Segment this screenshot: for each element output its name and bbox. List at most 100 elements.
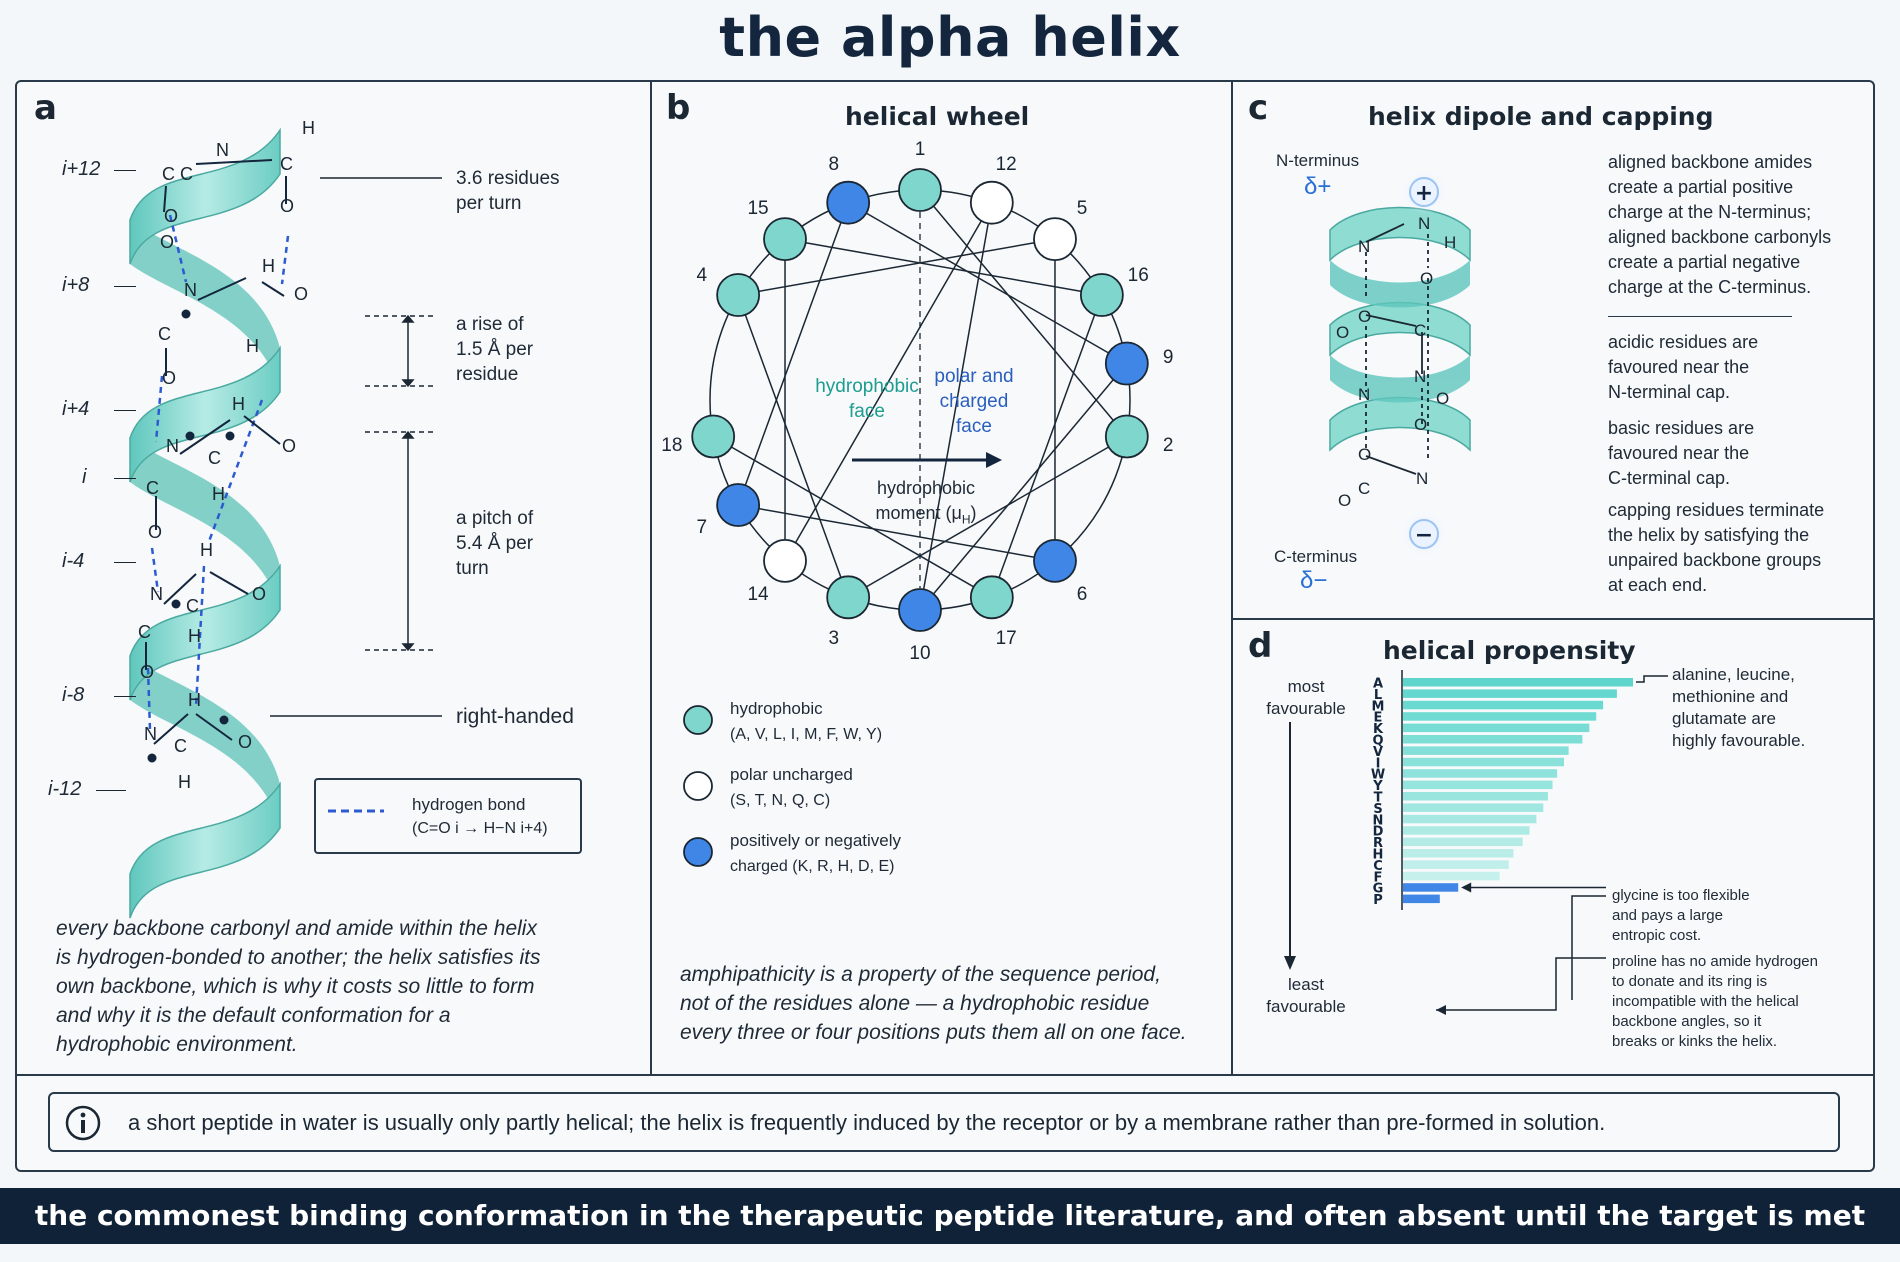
position-tick (114, 286, 136, 287)
hydrophobic-moment-label: hydrophobic moment (μH) (856, 476, 996, 533)
panel-a-caption: every backbone carbonyl and amide within… (56, 914, 540, 1059)
propensity-label-P: P (1373, 893, 1383, 908)
bond-line (243, 415, 281, 445)
legend-label-polar: polar uncharged (730, 765, 853, 784)
wheel-residue-number: 3 (829, 628, 840, 649)
propensity-label-K: K (1373, 722, 1384, 737)
n-terminus-label: N-terminus (1276, 151, 1360, 170)
propensity-bar-P (1403, 894, 1440, 904)
atom-label: O (282, 436, 296, 456)
wheel-residue-1 (898, 168, 942, 212)
propensity-label-L: L (1374, 688, 1382, 703)
wheel-residue-17 (969, 575, 1014, 620)
residue-position-label: i-8 (62, 684, 85, 706)
least-favourable-label: least favourable (1256, 974, 1356, 1018)
svg-text:H: H (1444, 233, 1456, 252)
propensity-label-E: E (1374, 711, 1383, 726)
panel-d-title: helical propensity (1383, 636, 1636, 665)
polar-face-line3: face (956, 416, 992, 437)
propensity-label-G: G (1373, 882, 1384, 897)
most-line2: favourable (1266, 699, 1346, 718)
moment-line1: hydrophobic (876, 478, 976, 498)
wheel-connection (991, 294, 1103, 598)
hbond-legend: hydrogen bond (C=O i → H−N i+4) (314, 778, 582, 854)
wheel-residue-number: 16 (1128, 265, 1149, 286)
acidic-line1: acidic residues are (1608, 332, 1759, 352)
alpha-carbon-dot (219, 715, 229, 725)
wheel-residue-number: 7 (696, 517, 707, 538)
legend-swatch-polar (683, 771, 713, 801)
wheel-connection (737, 294, 849, 598)
atom-label: C (186, 596, 199, 616)
most-favourable-label: most favourable (1256, 676, 1356, 720)
propensity-label-S: S (1373, 802, 1382, 817)
svg-text:O: O (1338, 491, 1351, 510)
propensity-bar-M (1403, 700, 1604, 710)
propensity-bar-W (1403, 769, 1558, 778)
annot-rise: a rise of 1.5 Å per residue (456, 312, 533, 387)
hbond-legend-swatch (328, 809, 384, 813)
atom-label: N (166, 436, 179, 456)
svg-text:N: N (1414, 367, 1426, 386)
hydrophobic-face-line2: face (849, 401, 885, 422)
residue-position-label: i-12 (48, 778, 82, 800)
helix-ribbon-front (129, 781, 281, 919)
hbond-legend-label: hydrogen bond (412, 795, 526, 814)
basic-text: basic residues are favoured near the C-t… (1608, 416, 1754, 491)
wheel-residue-number: 12 (996, 154, 1017, 175)
atom-label: H (262, 256, 275, 276)
propensity-bar-L (1403, 689, 1617, 698)
atom-label: N (150, 584, 163, 604)
residue-position-label: i+8 (62, 274, 90, 296)
propensity-bar-K (1403, 723, 1590, 733)
helix-ribbon-back (130, 220, 280, 392)
legend-swatch-hydrophobic (683, 705, 713, 735)
wheel-connection (737, 202, 849, 506)
annot-glycine: glycine is too flexible and pays a large… (1612, 886, 1750, 946)
annot-rise-line2: 1.5 Å per (456, 339, 534, 360)
moment-subscript: H (961, 512, 971, 527)
dipole-text: aligned backbone amides create a partial… (1608, 150, 1831, 300)
divider-note (17, 1074, 1875, 1076)
hydrophobic-face-line1: hydrophobic (815, 376, 919, 397)
info-note: a short peptide in water is usually only… (48, 1092, 1840, 1152)
divider-bc (1231, 82, 1233, 1074)
propensity-bar-V (1403, 746, 1569, 755)
helix-ribbon-back (130, 438, 280, 610)
glycine-line2: and pays a large (1612, 907, 1723, 924)
annot-proline: proline has no amide hydrogen to donate … (1612, 952, 1818, 1052)
position-tick (114, 562, 136, 563)
propensity-label-Q: Q (1372, 734, 1383, 749)
annot-rise-line3: residue (456, 364, 519, 385)
atom-label: O (160, 232, 174, 252)
svg-text:N: N (1418, 214, 1430, 233)
wheel-residue-number: 1 (915, 139, 926, 160)
bond-line (195, 159, 273, 165)
acidic-line3: N-terminal cap. (1608, 382, 1731, 402)
moment-close: ) (970, 503, 977, 523)
wheel-residue-14 (763, 538, 807, 583)
propensity-bar-T (1403, 792, 1548, 801)
atom-label: C (158, 324, 171, 344)
legend-sub-hydrophobic: (A, V, L, I, M, F, W, Y) (730, 726, 883, 743)
hydrophobic-face-label: hydrophobic face (814, 374, 920, 424)
basic-line1: basic residues are (1608, 418, 1755, 438)
propensity-label-V: V (1373, 745, 1383, 760)
propensity-label-M: M (1372, 699, 1385, 714)
svg-text:N: N (1358, 237, 1370, 256)
wheel-connection (919, 202, 993, 611)
propensity-bar-Q (1403, 735, 1583, 744)
svg-text:O: O (1436, 389, 1449, 408)
propensity-label-W: W (1371, 768, 1385, 783)
dipole-line4: aligned backbone carbonyls (1608, 227, 1832, 247)
page-title: the alpha helix (719, 6, 1181, 69)
atom-label: C (280, 154, 293, 174)
caption-a-line1: every backbone carbonyl and amide within… (56, 917, 537, 940)
wheel-residue-16 (1079, 273, 1124, 317)
legend-sub-charged: charged (K, R, H, D, E) (730, 858, 895, 875)
position-tick (114, 478, 136, 479)
atom-label: C (208, 448, 221, 468)
position-tick (114, 696, 136, 697)
capping-line4: at each end. (1608, 575, 1708, 595)
atom-label: N (184, 280, 197, 300)
